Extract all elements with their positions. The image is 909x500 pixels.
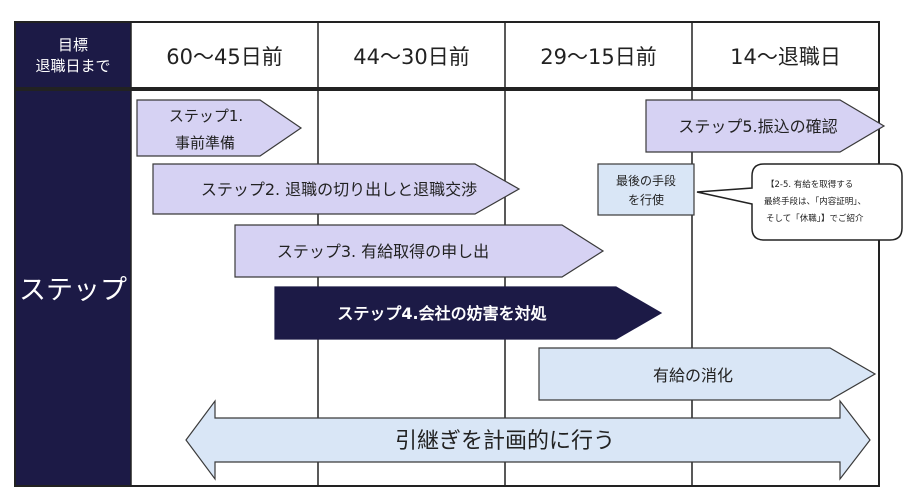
step1-label-line2: 事前準備	[175, 134, 235, 152]
column-header-1: 60〜45日前	[166, 44, 283, 69]
step1-arrow	[136, 99, 303, 157]
last-resort-line1: 最後の手段	[616, 173, 676, 188]
callout-bubble	[696, 163, 903, 241]
step4-label: ステップ4.会社の妨害を対処	[337, 304, 547, 323]
column-header-3: 29〜15日前	[540, 44, 657, 69]
callout-line3: そして「休職」】でご紹介	[766, 213, 864, 224]
corner-line1: 目標	[57, 35, 88, 54]
corner-header: 目標 退職日まで	[15, 22, 131, 89]
step2-arrow	[152, 163, 521, 215]
step2-label: ステップ2. 退職の切り出しと退職交渉	[201, 180, 477, 199]
step5-arrow	[645, 99, 886, 153]
corner-line2: 退職日まで	[35, 56, 111, 75]
step4-arrow	[274, 286, 663, 340]
step5-label: ステップ5.振込の確認	[678, 117, 837, 136]
column-header-4: 14〜退職日	[730, 44, 841, 69]
row-label-steps: ステップ	[15, 89, 131, 486]
paid-leave-arrow	[538, 347, 877, 401]
last-resort-box	[597, 163, 695, 216]
step3-label: ステップ3. 有給取得の申し出	[277, 242, 489, 261]
table-frame	[14, 21, 880, 487]
paid-leave-label: 有給の消化	[653, 366, 733, 385]
column-header-2: 44〜30日前	[353, 44, 470, 69]
handover-arrow	[185, 399, 871, 481]
callout-line2: 最終手段は、「内容証明」、	[764, 196, 866, 207]
step3-arrow	[234, 224, 605, 278]
step1-label-line1: ステップ1.	[169, 107, 243, 125]
handover-label: 引継ぎを計画的に行う	[395, 429, 615, 454]
last-resort-line2: を行使	[628, 192, 664, 207]
callout-line1: 【2-5. 有給を取得する	[766, 179, 853, 190]
